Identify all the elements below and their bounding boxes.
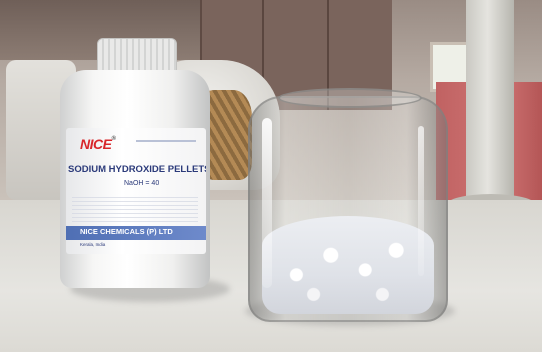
jar-glare-left — [262, 118, 272, 288]
label-fine-print-rows — [72, 194, 198, 224]
label-fine-print — [136, 140, 196, 142]
background-pillar — [466, 0, 514, 210]
label-blue-band — [66, 226, 206, 240]
sodium-hydroxide-pellets — [262, 216, 434, 314]
company-address: Kerala, India — [80, 242, 106, 247]
bottle-label: NICE® SODIUM HYDROXIDE PELLETS NaOH = 40… — [66, 128, 206, 254]
chemical-formula: NaOH = 40 — [124, 180, 160, 187]
product-name: SODIUM HYDROXIDE PELLETS — [68, 164, 206, 175]
brand-text: NICE — [80, 136, 112, 152]
jar-glare-right — [418, 126, 424, 276]
jar-rim — [278, 88, 422, 108]
brand-registered-mark: ® — [111, 136, 116, 142]
company-name: NICE CHEMICALS (P) LTD — [80, 227, 173, 236]
brand-logo: NICE® — [80, 136, 116, 152]
